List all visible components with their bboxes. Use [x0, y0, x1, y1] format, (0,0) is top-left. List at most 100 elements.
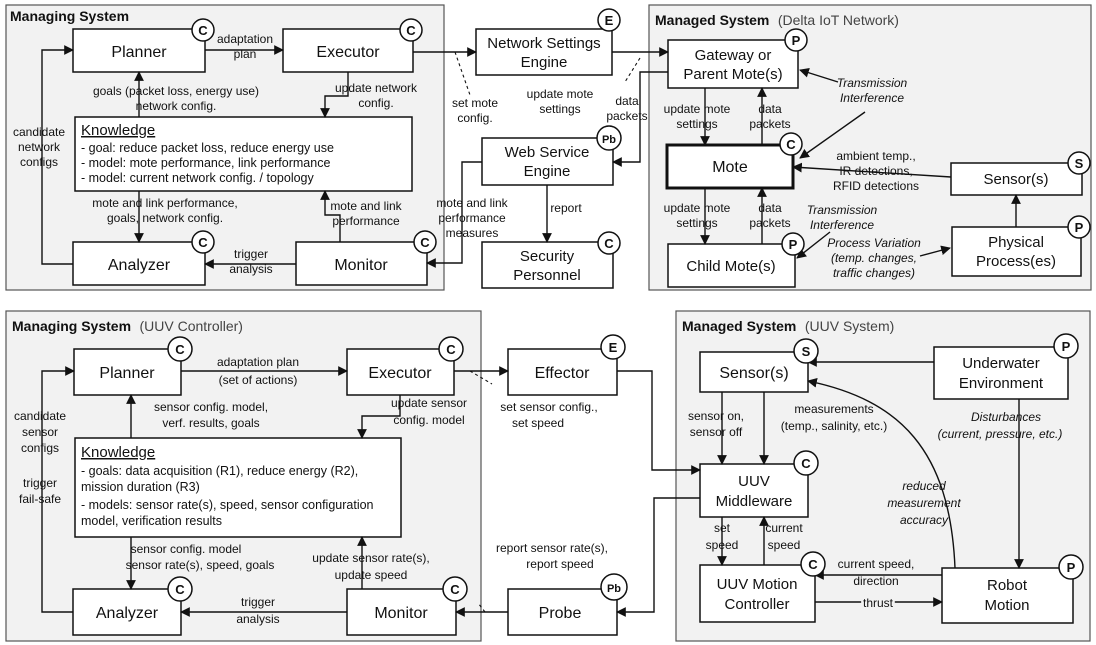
top-edge-pv-pp [919, 245, 951, 257]
bottom-robot-motion-box [941, 567, 1074, 624]
bottom-badge-underwater: P [1053, 333, 1079, 359]
svg-text:C: C [198, 23, 208, 38]
top-lbl-ti1-2: Interference [840, 91, 904, 105]
bottom-probe-box [507, 588, 618, 636]
top-managed-title: Managed System [655, 12, 769, 28]
bottom-lbl-rma-1: reduced [902, 479, 946, 493]
top-badge-wse: Pb [596, 125, 622, 151]
top-lbl-ums2-1: update mote [664, 201, 731, 215]
top-executor-box [282, 28, 414, 73]
bottom-badge-monitor: C [442, 576, 468, 602]
top-lbl-ums-2: settings [539, 102, 580, 116]
top-lbl-sd-3: RFID detections [833, 179, 919, 193]
bottom-lbl-usc-1: update sensor [391, 396, 467, 410]
bottom-lbl-ta-2: analysis [236, 612, 279, 626]
top-badge-monitor: C [413, 230, 437, 254]
top-gateway-box [667, 39, 799, 89]
bottom-motion-controller-box [699, 564, 816, 623]
bottom-lbl-cs-1: current [765, 521, 803, 535]
top-lbl-dp-1: data [615, 94, 639, 108]
bottom-analyzer-label: Analyzer [96, 605, 159, 622]
bottom-managing-title: Managing System [12, 318, 131, 334]
top-knowledge-title: Knowledge [81, 122, 155, 139]
svg-text:C: C [801, 456, 811, 471]
bottom-lbl-ss-1: set [714, 521, 731, 535]
svg-text:S: S [1075, 156, 1084, 171]
top-lbl-mlpm-2: performance [438, 211, 506, 225]
bottom-edge-effector-middleware [617, 370, 701, 475]
svg-text:Pb: Pb [602, 134, 616, 146]
svg-text:P: P [1075, 220, 1084, 235]
top-child-mote-label: Child Mote(s) [686, 258, 775, 275]
top-lbl-dp2-2: packets [749, 216, 790, 230]
top-dash-executor [454, 51, 471, 96]
top-nse-label-1: Network Settings [487, 35, 600, 52]
top-lbl-ta-2: analysis [229, 262, 272, 276]
top-edge-ti-mote [799, 111, 866, 159]
svg-text:E: E [609, 340, 618, 355]
top-lbl-cnc-1: candidate [13, 125, 65, 139]
top-monitor-label: Monitor [334, 257, 388, 274]
top-lbl-report: report [550, 201, 582, 215]
bottom-managing-title-group: Managing System (UUV Controller) [12, 318, 243, 335]
svg-text:C: C [786, 137, 796, 152]
bottom-lbl-ap-2: (set of actions) [219, 373, 298, 387]
top-lbl-unc-2: config. [358, 96, 393, 110]
top-sp-label-2: Personnel [513, 267, 581, 284]
bottom-sensors-box [699, 351, 809, 393]
top-lbl-mlm-2: performance [332, 214, 400, 228]
svg-text:C: C [604, 236, 614, 251]
top-lbl-dp2-1: data [758, 201, 782, 215]
bottom-lbl-ssc-1: set sensor config., [500, 400, 597, 414]
bottom-lbl-rsr-1: report sensor rate(s), [496, 541, 608, 555]
top-badge-pp: P [1067, 215, 1091, 239]
bottom-uw-label-2: Environment [959, 375, 1044, 392]
bottom-badge-controller: C [800, 551, 826, 577]
top-edge-ti-child [796, 231, 831, 259]
bottom-lbl-csc-1: candidate [14, 409, 66, 423]
bottom-managing-subtitle: (UUV Controller) [139, 318, 242, 334]
top-badge-planner: C [191, 18, 215, 42]
svg-text:P: P [789, 237, 798, 252]
top-knowledge-line-3: - model: current network config. / topol… [81, 171, 315, 185]
bottom-knowledge-line-1: - goals: data acquisition (R1), reduce e… [81, 464, 358, 478]
top-pp-label-1: Physical [988, 234, 1044, 251]
top-knowledge-box [74, 116, 413, 192]
top-lbl-ums-1: update mote [527, 87, 594, 101]
bottom-badge-analyzer: C [167, 576, 193, 602]
svg-text:S: S [802, 344, 811, 359]
top-lbl-smc-2: config. [457, 111, 492, 125]
top-knowledge-line-2: - model: mote performance, link performa… [81, 156, 330, 170]
top-edge-analyzer-planner [41, 45, 74, 265]
top-lbl-mlg-1: mote and link performance, [92, 196, 237, 210]
top-badge-nse: E [597, 8, 621, 32]
bottom-lbl-rma-2: measurement [887, 496, 961, 510]
top-lbl-adaptation-plan-1: adaptation [217, 32, 273, 46]
top-sp-label-1: Security [520, 248, 575, 265]
top-lbl-pv-2: (temp. changes, [831, 251, 917, 265]
top-executor-label: Executor [316, 44, 380, 61]
bottom-lbl-meas-1: measurements [794, 402, 873, 416]
top-lbl-smc-1: set mote [452, 96, 498, 110]
bottom-middleware-box [699, 463, 809, 518]
bottom-underwater-box [933, 346, 1069, 400]
bottom-planner-box [73, 348, 182, 396]
bottom-planner-label: Planner [99, 365, 155, 382]
bottom-lbl-cs-2: speed [768, 538, 801, 552]
bottom-sensors-label: Sensor(s) [719, 365, 788, 382]
top-lbl-cnc-3: configs [20, 155, 58, 169]
top-monitor-box [295, 241, 428, 286]
bottom-lbl-usc-2: config. model [393, 413, 464, 427]
bottom-lbl-so-1: sensor on, [688, 409, 744, 423]
svg-text:C: C [175, 342, 185, 357]
top-lbl-mlpm-3: measures [446, 226, 499, 240]
top-planner-label: Planner [111, 44, 167, 61]
top-security-personnel-box [481, 241, 614, 289]
bottom-dash-executor [469, 370, 493, 385]
bottom-knowledge-line-2: mission duration (R3) [81, 480, 200, 494]
bottom-lbl-tfs-2: fail-safe [19, 492, 61, 506]
top-lbl-ti1-1: Transmission [837, 76, 908, 90]
bottom-edge-analyzer-planner [41, 366, 75, 613]
top-lbl-ta-1: trigger [234, 247, 268, 261]
